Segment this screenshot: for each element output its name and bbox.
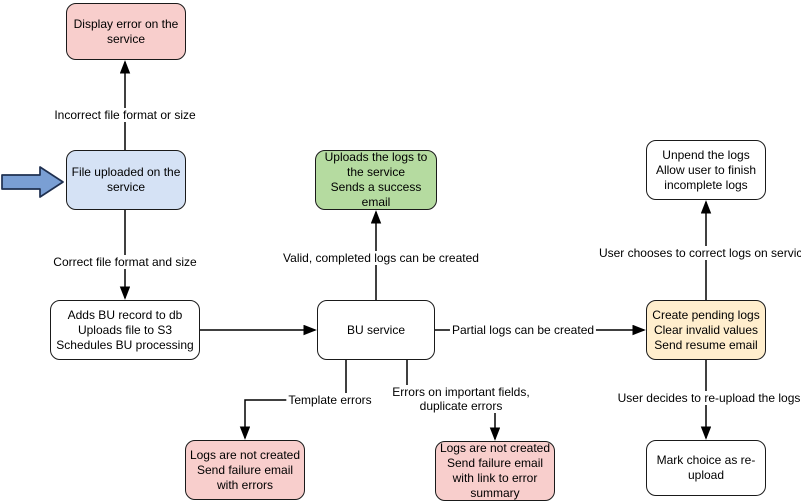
entry-arrow-icon[interactable] [1, 166, 64, 198]
node-text-line: Clear invalid values [653, 322, 759, 337]
node-text-line: BU service [346, 322, 405, 337]
node-text-line: Logs are not created [439, 441, 551, 455]
edge-incorrect-format-label: Incorrect file format or size [52, 108, 198, 122]
edge-correct-on-service-label: User chooses to correct logs on service [596, 246, 801, 260]
node-text-line: Adds BU record to db [67, 307, 183, 322]
node-text-line: File uploaded on the service [71, 165, 181, 194]
edge-reupload-decision-label: User decides to re-upload the logs [615, 391, 801, 405]
node-text-line: Mark choice as re-upload [656, 453, 756, 482]
node-text-line: Send resume email [654, 337, 758, 352]
display-error-node[interactable]: Display error on the service [66, 3, 186, 60]
node-text-line: Create pending logs [652, 307, 760, 322]
node-text-line: Display error on the service [73, 16, 179, 46]
node-text-line: Sends a success email [330, 180, 422, 209]
edge-field-errors-label: Errors on important fields, duplicate er… [379, 385, 543, 413]
node-text-line: Uploads the logs to the service [324, 150, 428, 179]
node-text-line: Schedules BU processing [56, 337, 194, 352]
edge-valid-logs-label: Valid, completed logs can be created [281, 251, 481, 265]
bu-service-node[interactable]: BU service [317, 300, 435, 360]
mark-reupload-node[interactable]: Mark choice as re-upload [646, 440, 766, 496]
node-text-line: Unpend the logs [662, 147, 750, 162]
node-text-line: Uploads file to S3 [77, 322, 173, 337]
node-text-line: Send failure email with link to error su… [446, 456, 544, 500]
node-text-line: Send failure email with errors [196, 462, 294, 492]
edge-template-errors-label: Template errors [286, 393, 374, 407]
node-text-line: Logs are not created [189, 447, 301, 462]
edge-correct-format-label: Correct file format and size [51, 255, 199, 269]
file-uploaded-node[interactable]: File uploaded on the service [66, 150, 186, 210]
edge-partial-logs-label: Partial logs can be created [449, 323, 597, 337]
node-text-line: Allow user to finish incomplete logs [655, 162, 757, 192]
